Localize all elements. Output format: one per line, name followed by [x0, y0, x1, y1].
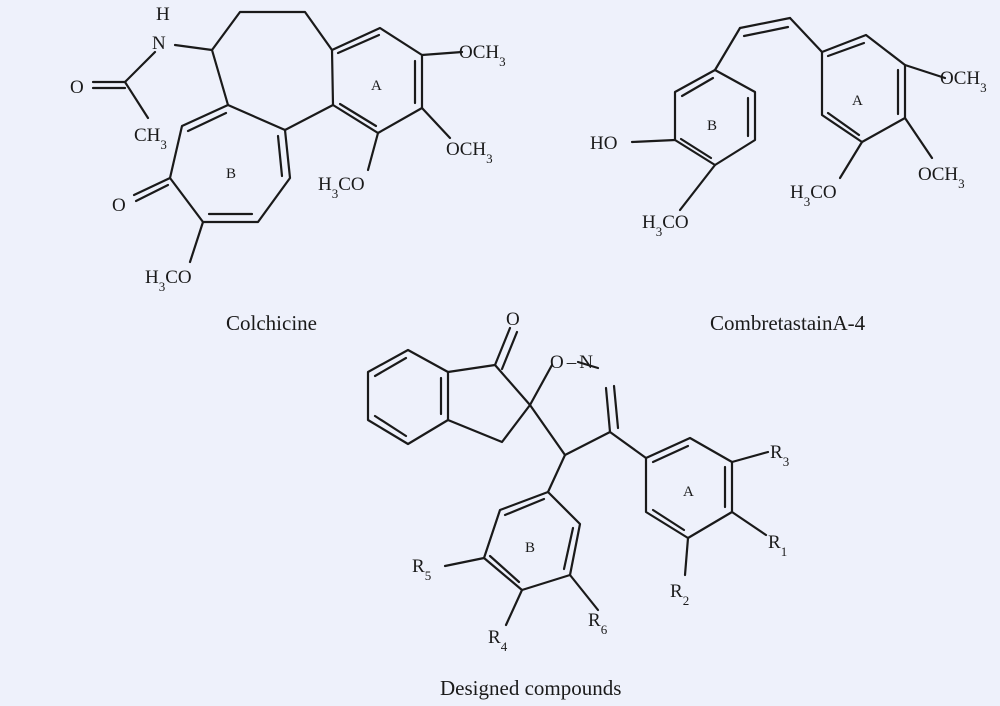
colchicine-ring-c — [210, 10, 335, 132]
combretastatin-och3-top: OCH3 — [940, 68, 987, 95]
combretastatin-stilbene-bridge — [713, 16, 824, 72]
designed-r5: R5 — [412, 556, 431, 583]
combretastatin-name: CombretastainA-4 — [710, 311, 866, 335]
designed-ring-b-label: B — [525, 540, 535, 556]
colchicine-h3co-a: H3CO — [318, 174, 365, 201]
colchicine-och3-top: OCH3 — [459, 42, 506, 69]
colchicine-structure: H N O CH3 O OCH3 OCH3 H3CO H3CO A B Colc… — [70, 4, 506, 335]
colchicine-tropone-o: O — [112, 195, 126, 216]
colchicine-name: Colchicine — [226, 311, 317, 335]
colchicine-ch3: CH3 — [134, 125, 167, 152]
designed-r6: R6 — [588, 610, 608, 637]
combretastatin-och3-mid: OCH3 — [918, 164, 965, 191]
colchicine-ring-b-label: B — [226, 166, 236, 182]
colchicine-n-label: N — [152, 33, 166, 54]
combretastatin-substituent-bonds — [630, 63, 947, 212]
colchicine-ring-b — [168, 103, 292, 224]
designed-compounds-name: Designed compounds — [440, 676, 621, 700]
designed-ring-o: O–N — [550, 352, 593, 373]
designed-r2: R2 — [670, 581, 689, 608]
designed-isoxazoline-ring — [528, 360, 620, 457]
designed-r1: R1 — [768, 532, 787, 559]
combretastatin-structure: HO H3CO OCH3 OCH3 H3CO B A Combretastain… — [590, 16, 987, 335]
colchicine-h3co-b: H3CO — [145, 267, 192, 294]
combretastatin-h3co-a: H3CO — [790, 182, 837, 209]
combretastatin-h3co-b: H3CO — [642, 212, 689, 239]
colchicine-substituent-bonds — [91, 43, 464, 264]
designed-r3: R3 — [770, 442, 789, 469]
designed-benzo-ring — [366, 348, 450, 446]
colchicine-amide-o: O — [70, 77, 84, 98]
designed-r4: R4 — [488, 627, 508, 654]
colchicine-och3-mid: OCH3 — [446, 139, 493, 166]
designed-indanone-ring — [446, 326, 532, 444]
colchicine-ring-a-label: A — [371, 78, 382, 94]
designed-ring-a — [608, 430, 770, 577]
combretastatin-ring-a-label: A — [852, 93, 863, 109]
designed-ring-b — [443, 453, 600, 627]
designed-compound-structure: O O–N A B R3 R1 R2 R5 R4 R6 Designed com… — [366, 309, 789, 700]
designed-ketone-o: O — [506, 309, 520, 330]
colchicine-h-label: H — [156, 4, 170, 25]
combretastatin-ring-a — [820, 33, 907, 144]
combretastatin-ring-b-label: B — [707, 118, 717, 134]
combretastatin-ho: HO — [590, 133, 617, 154]
designed-ring-a-label: A — [683, 484, 694, 500]
